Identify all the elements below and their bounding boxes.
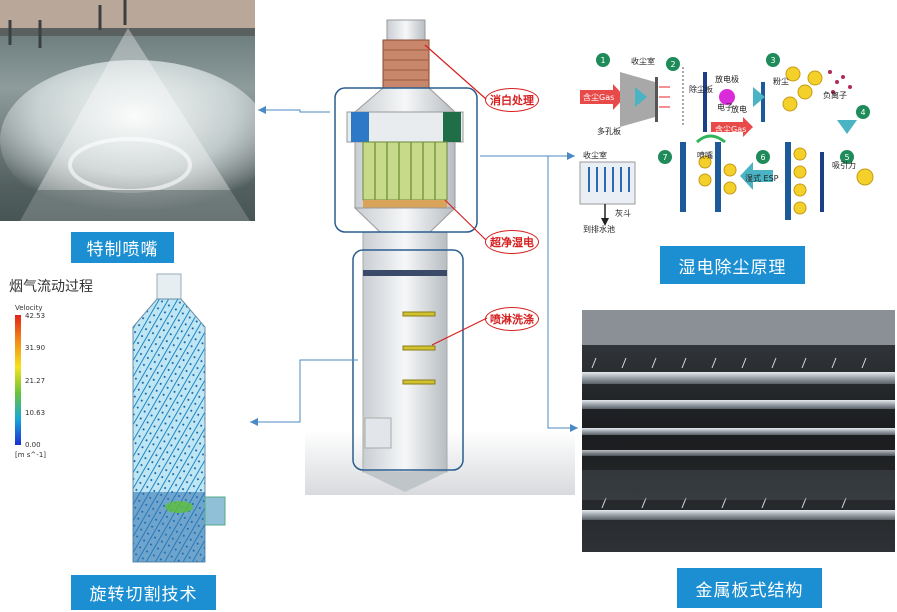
tick-5: 0.00 [25,441,41,449]
step-1: 1 [600,56,605,65]
callout-wesp: 超净湿电 [485,230,539,254]
nozzle-photo [0,0,255,221]
step-4: 4 [860,108,865,117]
callout-plume: 消白处理 [485,88,539,112]
metal-plate-photo [582,310,895,552]
text-dust: 粉尘 [773,76,789,86]
text-wet-esp: 湿式 ESP [745,173,779,183]
text-gas-out: 含尘Gas [715,124,746,134]
tick-3: 21.27 [25,377,46,385]
label-rotary-cutting: 旋转切割技术 [71,575,216,610]
wesp-principle-diagram: 1 2 3 4 5 6 7 [575,42,895,234]
step-2: 2 [670,60,675,69]
cfd-flow-tower [132,273,226,563]
cfd-panel: 烟气流动过程 Velocity 42.53 31.90 21.27 10.63 … [9,272,249,572]
text-perforated: 多孔板 [597,126,621,136]
text-chamber2: 收尘室 [583,150,607,160]
text-attract: 吸引力 [832,160,856,170]
text-gas-in: 含尘Gas [583,92,614,102]
text-electrode: 放电极 [715,74,739,84]
step-6: 6 [760,153,765,162]
velocity-colorbar [15,315,21,445]
step-5: 5 [844,153,849,162]
text-nozzle: 喷嘴 [697,150,713,160]
tick-2: 31.90 [25,344,46,352]
step-7: 7 [662,153,667,162]
label-metal-plate: 金属板式结构 [677,568,822,608]
step-3: 3 [770,56,775,65]
text-hopper: 灰斗 [615,208,631,218]
text-ion: 负离子 [823,90,847,100]
text-chamber1: 收尘室 [631,56,655,66]
tick-1: 42.53 [25,312,46,320]
velocity-label: Velocity [15,304,43,312]
tick-4: 10.63 [25,409,46,417]
label-wesp-principle: 湿电除尘原理 [660,246,805,284]
velocity-unit: [m s^-1] [15,451,46,459]
callout-spray: 喷淋洗涤 [485,307,539,331]
text-drain: 到排水池 [583,224,615,234]
text-discharge: 放电 [731,104,747,114]
text-plate: 除尘板 [689,84,713,94]
label-nozzle: 特制喷嘴 [71,232,174,263]
tower-rendering [305,0,575,495]
text-electron: 电子 [717,102,733,112]
cfd-title: 烟气流动过程 [9,279,93,295]
